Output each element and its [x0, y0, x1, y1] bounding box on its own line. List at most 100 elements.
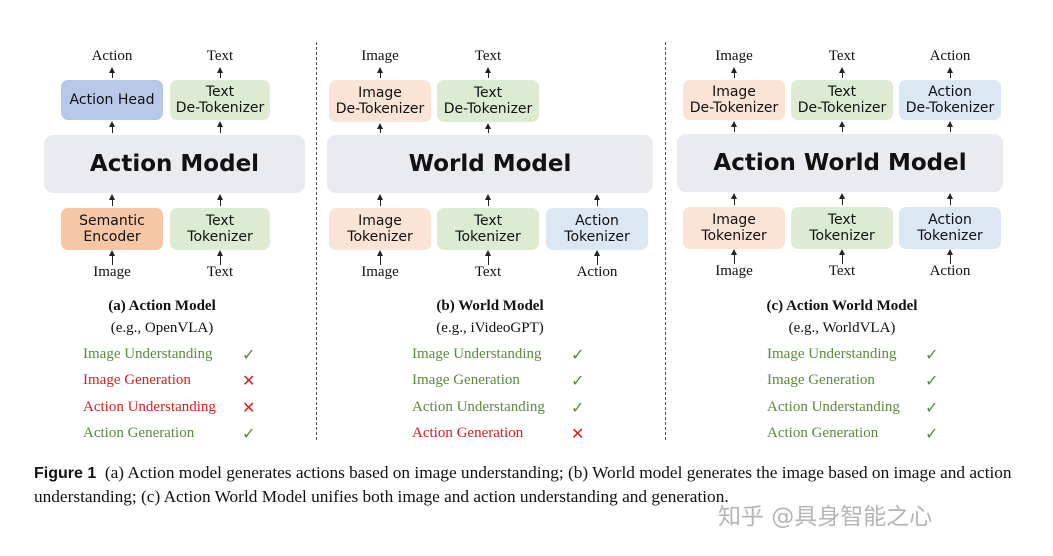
panel-b-input-image-label: Image	[361, 264, 399, 280]
panel-a-arrow	[217, 67, 223, 78]
panel-a-input-image-label: Image	[93, 264, 131, 280]
caption-text: (a) Action model generates actions based…	[34, 463, 1012, 506]
panel-c-capability-image-understanding: Image Understanding	[767, 346, 897, 362]
panel-a-check-icon: ✓	[242, 345, 256, 364]
panel-c-arrow	[731, 121, 737, 132]
panel-b-arrow	[377, 250, 383, 265]
panel-c-capability-action-generation: Action Generation	[767, 425, 879, 441]
panel-divider	[316, 42, 317, 440]
panel-b-capability-image-understanding: Image Understanding	[412, 346, 542, 362]
panel-b-title: (b) World Model	[436, 298, 544, 314]
panel-b-check-icon: ✓	[571, 371, 585, 390]
panel-c-arrow	[947, 249, 953, 264]
panel-c-model-block: Action World Model	[677, 134, 1003, 192]
panel-b-arrow	[377, 194, 383, 206]
panel-c-capability-image-generation: Image Generation	[767, 372, 875, 388]
panel-a-capability-action-understanding: Action Understanding	[83, 399, 216, 415]
panel-b-capability-image-generation: Image Generation	[412, 372, 520, 388]
panel-a-input-text-label: Text	[206, 264, 234, 280]
panel-a-arrow	[217, 121, 223, 133]
panel-b-capability-action-understanding: Action Understanding	[412, 399, 545, 415]
panel-a-capability-action-generation: Action Generation	[83, 425, 195, 441]
panel-a-arrow	[109, 250, 115, 265]
panel-b-input-action-label: Action	[576, 264, 618, 280]
panel-b-output-image-label: Image	[361, 48, 399, 64]
watermark-text: 知乎 @具身智能之心	[718, 504, 933, 530]
panel-c-check-icon: ✓	[925, 371, 939, 390]
panel-c-output-action-label: Action	[929, 48, 971, 64]
panel-a-check-icon: ✓	[242, 424, 256, 443]
panel-c-arrow	[839, 67, 845, 78]
panel-b-arrow	[594, 250, 600, 265]
panel-c-arrow	[947, 67, 953, 78]
panel-b-check-icon: ✓	[571, 398, 585, 417]
panel-b-arrow	[485, 67, 491, 78]
panel-a-capability-image-generation: Image Generation	[83, 372, 191, 388]
panel-c-output-image-label: Image	[715, 48, 753, 64]
panel-c-arrow	[731, 193, 737, 205]
panel-b-output-text-label: Text	[474, 48, 502, 64]
panel-b-arrow	[377, 67, 383, 78]
panel-b-arrow	[594, 194, 600, 206]
panel-a-action-head-block: Action Head	[61, 80, 163, 120]
panel-a-arrow	[217, 250, 223, 265]
panel-c-arrow	[731, 67, 737, 78]
panel-b-input-text-label: Text	[474, 264, 502, 280]
panel-a-arrow	[109, 121, 115, 133]
panel-c-arrow	[839, 249, 845, 264]
panel-c-input-action-label: Action	[929, 263, 971, 279]
panel-a-example: (e.g., OpenVLA)	[110, 320, 214, 336]
figure-caption: Figure 1 (a) Action model generates acti…	[34, 461, 1024, 508]
panel-a-title: (a) Action Model	[108, 298, 216, 314]
panel-b-arrow	[485, 123, 491, 133]
panel-a-arrow	[217, 194, 223, 206]
figure-label: Figure 1	[34, 465, 97, 482]
panel-c-check-icon: ✓	[925, 424, 939, 443]
panel-c-arrow	[947, 193, 953, 205]
panel-c-arrow	[839, 193, 845, 205]
panel-c-output-text-label: Text	[828, 48, 856, 64]
panel-a-cross-icon: ✕	[242, 371, 256, 390]
panel-c-title: (c) Action World Model	[766, 298, 918, 314]
panel-b-arrow	[377, 123, 383, 133]
panel-b-check-icon: ✓	[571, 345, 585, 364]
panel-divider	[665, 42, 666, 440]
panel-c-input-image-label: Image	[715, 263, 753, 279]
panel-b-model-block: World Model	[327, 135, 653, 193]
panel-c-arrow	[731, 249, 737, 264]
panel-a-arrow	[109, 194, 115, 206]
panel-c-capability-action-understanding: Action Understanding	[767, 399, 900, 415]
panel-a-arrow	[109, 67, 115, 78]
panel-b-arrow	[485, 194, 491, 206]
panel-c-example: (e.g., WorldVLA)	[788, 320, 896, 336]
panel-c-arrow	[839, 121, 845, 132]
panel-b-arrow	[485, 250, 491, 265]
panel-b-cross-icon: ✕	[571, 424, 585, 443]
panel-a-output-text-label: Text	[206, 48, 234, 64]
panel-a-cross-icon: ✕	[242, 398, 256, 417]
panel-a-capability-image-understanding: Image Understanding	[83, 346, 213, 362]
panel-c-arrow	[947, 121, 953, 132]
panel-a-output-action-label: Action	[91, 48, 133, 64]
panel-c-check-icon: ✓	[925, 345, 939, 364]
panel-b-capability-action-generation: Action Generation	[412, 425, 524, 441]
panel-c-input-text-label: Text	[828, 263, 856, 279]
panel-a-model-block: Action Model	[44, 135, 305, 193]
panel-c-check-icon: ✓	[925, 398, 939, 417]
panel-b-example: (e.g., iVideoGPT)	[436, 320, 544, 336]
